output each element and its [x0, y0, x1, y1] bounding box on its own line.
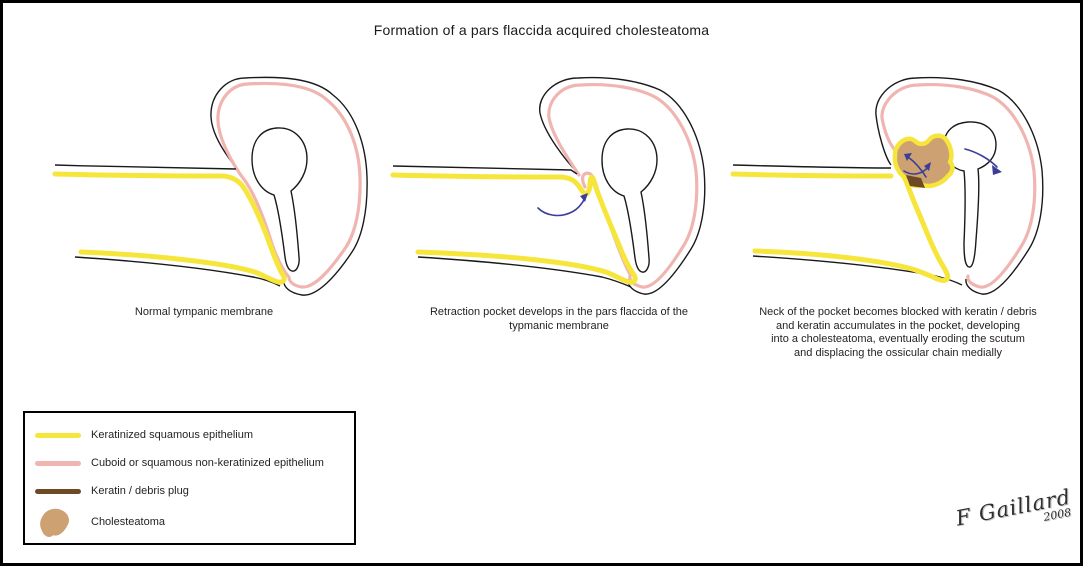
yellow-line-swatch [35, 432, 81, 438]
expansion-arrows-icon [903, 153, 931, 178]
caption-cholesteatoma: Neck of the pocket becomes blocked with … [759, 306, 1037, 359]
ear-canal-top-wall [54, 164, 237, 170]
legend-label: Keratinized squamous epithelium [91, 429, 254, 441]
diagram-cholesteatoma [730, 76, 1044, 295]
pink-line-swatch [35, 460, 81, 466]
ear-canal-top-wall [732, 164, 892, 169]
middle-ear-outline [210, 76, 368, 296]
retraction-arrow-icon [537, 193, 588, 217]
legend-label: Keratin / debris plug [91, 485, 189, 497]
diagram-normal-tympanic-membrane [52, 76, 368, 296]
keratinized-epithelium-canal-top [730, 171, 894, 179]
diagram-retraction-pocket [390, 76, 706, 295]
legend-label: Cuboid or squamous non-keratinized epith… [91, 457, 324, 469]
keratinized-epithelium-and-membrane [52, 171, 287, 285]
middle-ear-outline [875, 76, 1044, 295]
middle-ear-outline [539, 76, 706, 295]
legend-item-cholesteatoma: Cholesteatoma [25, 505, 354, 539]
ear-canal-top-wall [392, 165, 578, 175]
displacement-arrow-icon [964, 148, 1002, 175]
legend-label: Cholesteatoma [91, 516, 165, 528]
keratin-debris-plug [906, 175, 925, 188]
keratinized-epithelium-and-retraction-pocket [390, 172, 638, 285]
legend-item-keratin-plug: Keratin / debris plug [25, 477, 354, 505]
ear-canal-bottom-wall [74, 256, 281, 287]
tan-blob-swatch [35, 505, 81, 539]
legend-item-keratinized: Keratinized squamous epithelium [25, 421, 354, 449]
author-signature: F Gaillard 2008 [954, 484, 1080, 541]
page-title: Formation of a pars flaccida acquired ch… [373, 22, 710, 38]
ossicle [251, 127, 308, 272]
caption-retraction-pocket: Retraction pocket develops in the pars f… [429, 306, 689, 332]
nonkeratinized-epithelium-lining [216, 81, 362, 289]
cholesteatoma-blob [892, 133, 955, 189]
caption-normal: Normal tympanic membrane [134, 306, 274, 318]
cholesteatoma-blob-icon [40, 508, 69, 537]
legend-item-nonkeratinized: Cuboid or squamous non-keratinized epith… [25, 449, 354, 477]
tympanic-membrane-below-pocket [752, 175, 951, 283]
middle-ear-cavity [875, 77, 1043, 295]
ossicle [601, 128, 658, 273]
legend-box: Keratinized squamous epithelium Cuboid o… [23, 411, 356, 545]
ear-canal-bottom-wall [417, 256, 632, 288]
brown-line-swatch [35, 488, 81, 494]
